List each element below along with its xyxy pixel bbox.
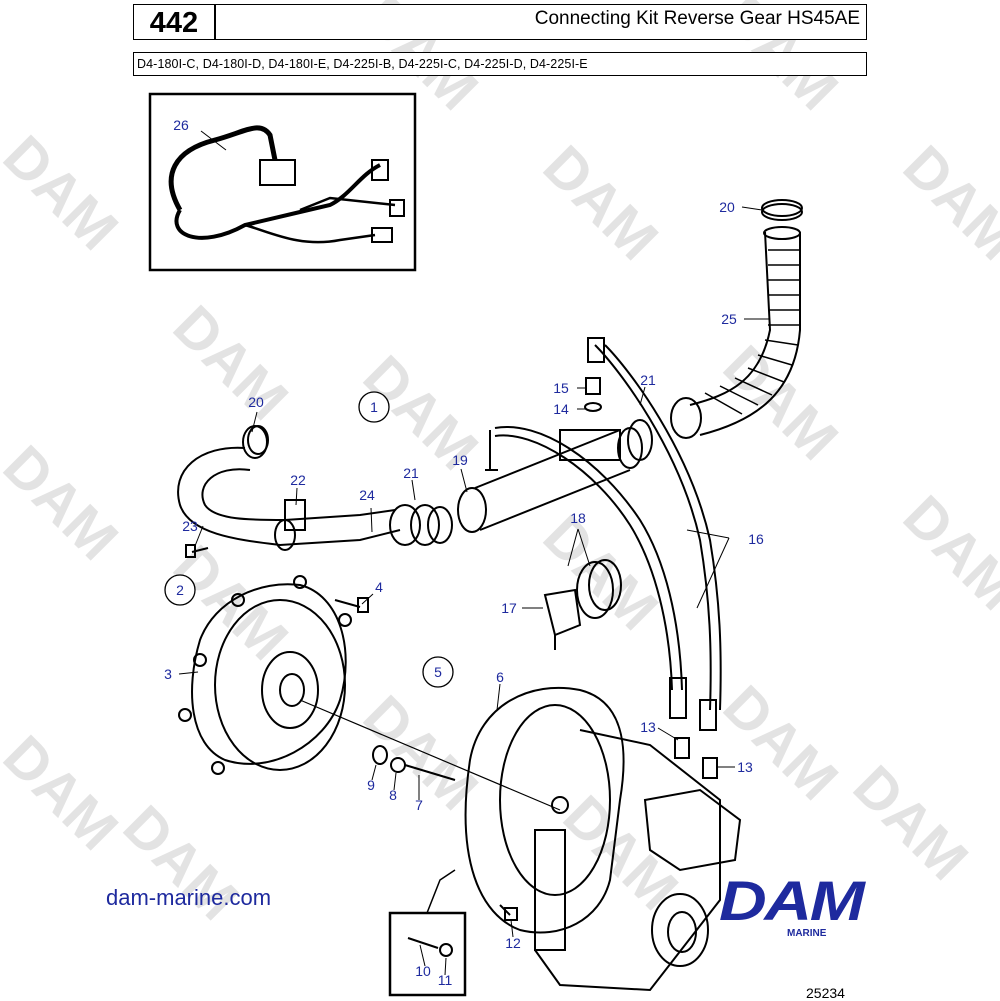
models-box: D4-180I-C, D4-180I-D, D4-180I-E, D4-225I… [133,52,867,76]
brand-logo: DAM [719,869,865,932]
callout-23: 23 [182,518,198,534]
callout-21b: 21 [403,465,419,481]
watermark-text: DAM [891,133,1000,272]
callout-13a: 13 [640,719,656,735]
callout-17: 17 [501,600,517,616]
brand-subtitle: MARINE [787,928,827,939]
watermark-text: DAM [711,673,850,812]
hose-25 [670,199,803,439]
callout-19: 19 [452,452,468,468]
models-list: D4-180I-C, D4-180I-D, D4-180I-E, D4-225I… [137,57,588,71]
page-title: Connecting Kit Reverse Gear HS45AE [534,8,860,29]
callout-2: 2 [176,582,184,598]
callout-6: 6 [496,669,504,685]
callout-3: 3 [164,666,172,682]
callout-12: 12 [505,935,521,951]
watermark-text: DAM [531,133,670,272]
leader-lines [178,130,770,976]
callout-22: 22 [290,472,306,488]
callout-8: 8 [389,787,397,803]
title-box: Connecting Kit Reverse Gear HS45AE [215,4,867,40]
page-number: 442 [149,7,199,39]
callout-25: 25 [721,311,737,327]
callout-9: 9 [367,777,375,793]
fittings-14-15 [584,377,602,412]
callout-26: 26 [173,117,189,133]
pipe-19 [457,419,653,533]
website-link[interactable]: dam-marine.com [106,885,272,910]
callout-24: 24 [359,487,375,503]
watermark-text: DAM [711,333,850,472]
callout-20b: 20 [248,394,264,410]
reverse-gear-6 [464,686,742,992]
page-number-box: 442 [133,4,215,40]
callout-11: 11 [438,972,453,988]
damper-plate-3 [178,575,352,775]
watermark-text: DAM [161,293,300,432]
callout-5: 5 [434,664,442,680]
center-line [299,699,561,811]
hose-24 [177,425,453,551]
watermark-text: DAM [0,433,130,572]
callout-16: 16 [748,531,764,547]
circled-callouts [164,391,454,688]
callout-labels: 1 2 3 4 5 6 7 8 9 10 11 12 13 13 14 15 1… [164,117,764,988]
callout-21a: 21 [640,372,656,388]
inset-harness [148,92,417,272]
inset-stud-nut [388,869,467,997]
callout-7: 7 [415,797,423,813]
callout-20a: 20 [719,199,735,215]
watermark-text: DAM [111,793,250,932]
watermark-text: DAM [891,483,1000,622]
callout-15: 15 [553,380,569,396]
callout-4: 4 [375,579,383,595]
callout-1: 1 [370,399,378,415]
callout-14: 14 [553,401,569,417]
watermark-text: DAM [0,723,130,862]
bracket-17-18 [543,559,622,650]
callout-10: 10 [415,963,431,979]
callout-13b: 13 [737,759,753,775]
callout-18: 18 [570,510,586,526]
figure-id: 25234 [806,985,845,1001]
watermark-text: DAM [0,123,130,262]
oil-lines-16 [494,337,722,779]
fasteners [185,544,518,921]
